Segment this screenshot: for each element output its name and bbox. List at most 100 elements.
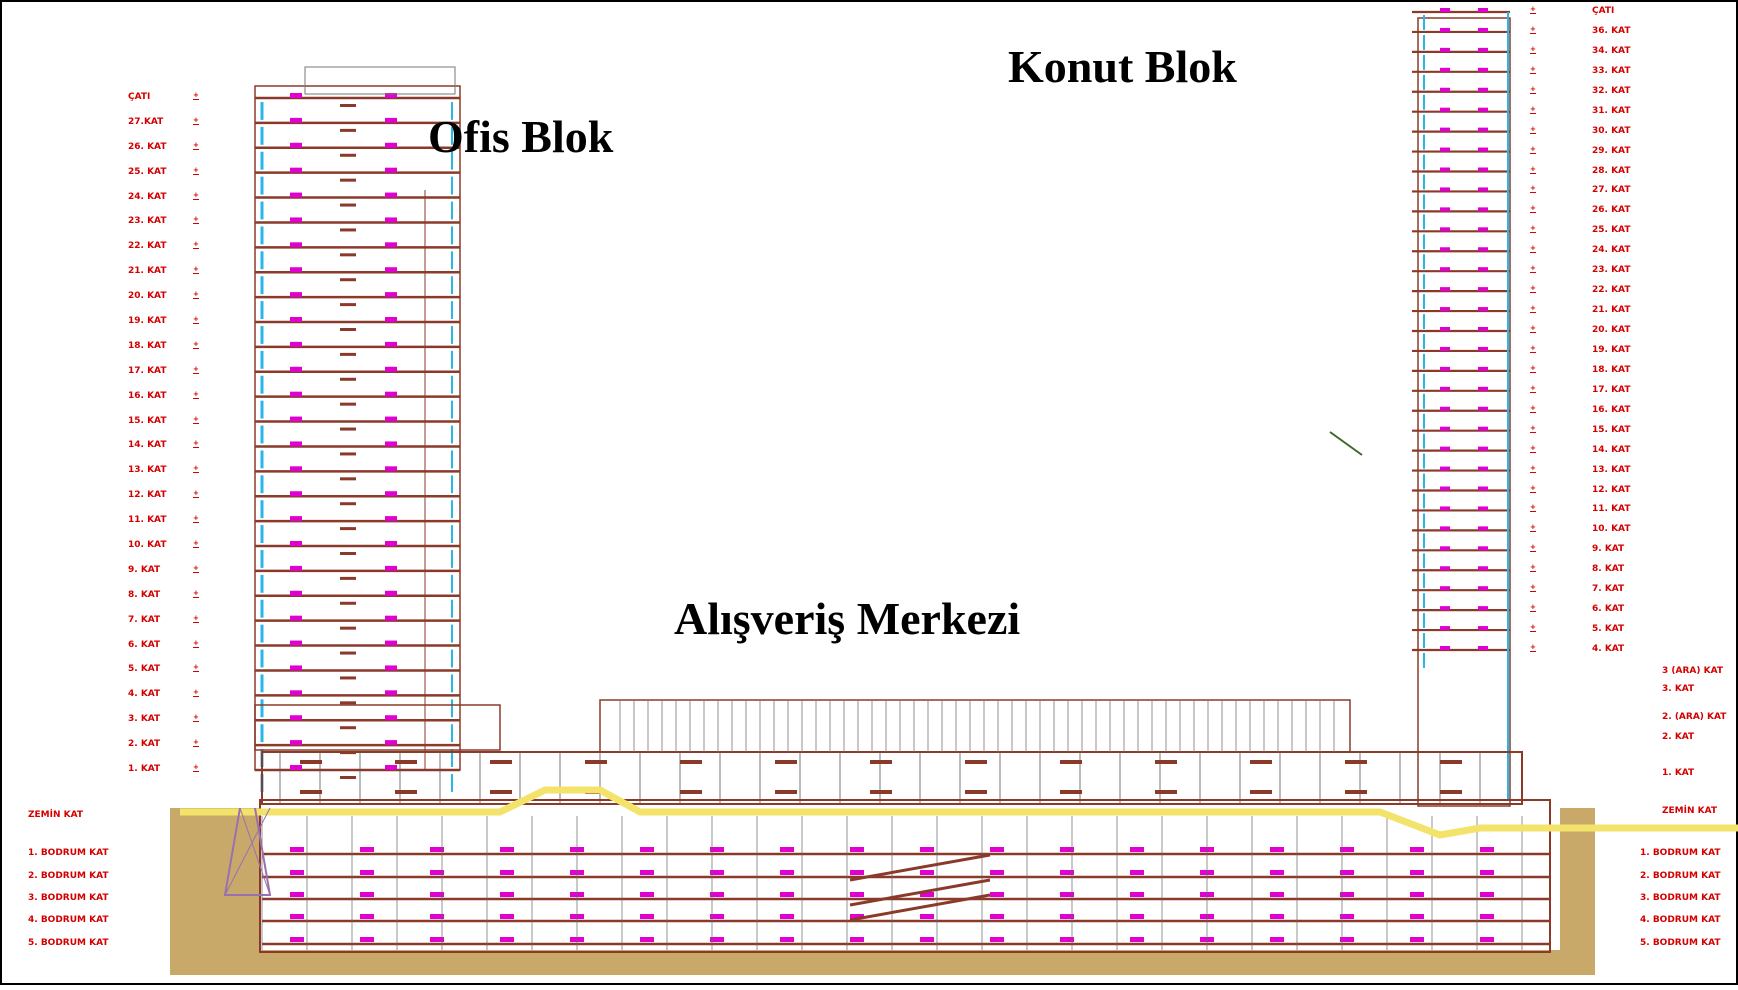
- residential-level-marker: [1440, 267, 1450, 272]
- basement-marker: [1130, 870, 1144, 875]
- basement-marker: [360, 847, 374, 852]
- office-elevation-tick: +: [193, 215, 199, 225]
- residential-level-marker: [1478, 167, 1488, 172]
- residential-level-marker: [1478, 267, 1488, 272]
- office-level-label: 8. KAT: [128, 589, 161, 600]
- basement-marker: [990, 914, 1004, 919]
- office-elevation-tick: +: [193, 638, 199, 648]
- residential-elevation-tick: +: [1530, 144, 1536, 154]
- residential-level-marker: [1478, 327, 1488, 331]
- podium-beam-mark: [1440, 760, 1462, 764]
- basement-marker: [360, 914, 374, 919]
- podium-level-label: 2. (ARA) KAT: [1662, 712, 1727, 722]
- podium-beam-mark: [1060, 790, 1082, 794]
- podium-level-label: 3 (ARA) KAT: [1662, 666, 1723, 676]
- residential-level-label: 31. KAT: [1592, 105, 1631, 116]
- office-level-label: 12. KAT: [128, 490, 167, 501]
- podium-level-label: 2. KAT: [1662, 732, 1695, 742]
- podium-beam-mark: [1345, 790, 1367, 794]
- office-beam-mark: [340, 377, 356, 381]
- office-level-label: 15. KAT: [128, 415, 167, 426]
- office-level-label: 27.KAT: [128, 116, 164, 127]
- office-beam-mark: [340, 228, 356, 232]
- podium-beam-mark: [300, 790, 322, 794]
- basement-marker: [920, 914, 934, 919]
- residential-level-label: 26. KAT: [1592, 205, 1631, 216]
- office-level-marker: [290, 466, 302, 472]
- office-level-marker: [385, 217, 397, 223]
- residential-level-label: 22. KAT: [1592, 285, 1631, 296]
- office-level-label: 14. KAT: [128, 440, 167, 451]
- basement-marker: [990, 892, 1004, 897]
- residential-elevation-tick: +: [1530, 264, 1536, 274]
- basement-marker: [1410, 937, 1424, 942]
- office-beam-mark: [340, 203, 356, 207]
- office-level-label: 11. KAT: [128, 515, 167, 526]
- basement-marker: [1270, 914, 1284, 919]
- residential-level-marker: [1478, 307, 1488, 312]
- office-level-label: ÇATI: [128, 92, 151, 102]
- office-elevation-tick: +: [193, 389, 199, 399]
- office-elevation-tick: +: [193, 514, 199, 524]
- residential-level-label: 7. KAT: [1592, 584, 1625, 595]
- office-level-marker: [290, 142, 302, 148]
- basement-marker: [290, 847, 304, 852]
- residential-level-marker: [1440, 227, 1450, 232]
- office-level-marker: [290, 541, 302, 546]
- basement-marker: [500, 914, 514, 919]
- residential-elevation-tick: +: [1530, 104, 1536, 114]
- residential-level-marker: [1478, 187, 1488, 192]
- office-level-marker: [290, 715, 302, 721]
- basement-marker: [290, 914, 304, 919]
- basement-marker: [710, 914, 724, 919]
- title-shopping-mall: Alışveriş Merkezi: [674, 593, 1021, 644]
- office-beam-mark: [340, 726, 356, 730]
- office-level-marker: [290, 590, 302, 596]
- office-level-marker: [290, 391, 302, 397]
- residential-level-marker: [1478, 207, 1488, 212]
- residential-elevation-tick: +: [1530, 483, 1536, 493]
- residential-elevation-tick: +: [1530, 503, 1536, 513]
- residential-level-label: 32. KAT: [1592, 85, 1631, 96]
- residential-elevation-tick: +: [1530, 164, 1536, 174]
- basement-marker: [1270, 847, 1284, 852]
- residential-elevation-tick: +: [1530, 383, 1536, 393]
- residential-level-marker: [1440, 287, 1450, 292]
- residential-elevation-tick: +: [1530, 324, 1536, 333]
- office-level-label: 23. KAT: [128, 216, 167, 227]
- basement-marker: [290, 870, 304, 875]
- podium-beam-mark: [680, 790, 702, 794]
- basement-marker: [640, 847, 654, 852]
- residential-level-marker: [1440, 406, 1450, 411]
- residential-level-label: 33. KAT: [1592, 65, 1631, 76]
- basement-marker: [1410, 892, 1424, 897]
- office-tower: [254, 85, 461, 792]
- basement-marker: [500, 892, 514, 897]
- office-level-marker: [385, 615, 397, 621]
- title-residential-block: Konut Blok: [1008, 41, 1237, 92]
- basement-marker: [1130, 937, 1144, 942]
- office-elevation-tick: +: [193, 140, 199, 150]
- residential-elevation-tick: +: [1530, 563, 1536, 573]
- podium-beam-mark: [1250, 790, 1272, 794]
- office-level-marker: [290, 93, 302, 98]
- basement-marker: [920, 937, 934, 942]
- residential-elevation-tick: +: [1530, 543, 1536, 553]
- residential-level-label: 9. KAT: [1592, 544, 1625, 555]
- office-elevation-tick: +: [193, 339, 199, 349]
- basement-marker: [1340, 937, 1354, 942]
- office-beam-mark: [340, 477, 356, 481]
- residential-level-label: 4. KAT: [1592, 644, 1625, 654]
- office-level-marker: [290, 665, 302, 671]
- office-beam-mark: [340, 153, 356, 157]
- office-elevation-tick: +: [193, 613, 199, 623]
- basement-marker: [1340, 892, 1354, 897]
- office-level-marker: [385, 565, 397, 571]
- basement-levels: [259, 799, 1551, 953]
- residential-level-marker: [1478, 147, 1488, 152]
- basement-marker: [290, 892, 304, 897]
- residential-elevation-tick: +: [1530, 204, 1536, 214]
- residential-level-label: 17. KAT: [1592, 384, 1631, 395]
- office-beam-mark: [340, 178, 356, 182]
